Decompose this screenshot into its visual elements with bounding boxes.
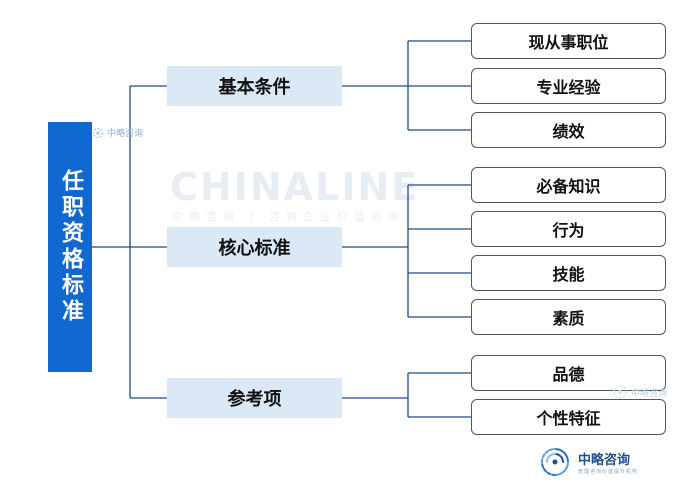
swirl-logo-icon <box>92 127 104 138</box>
swirl-logo-icon <box>541 448 569 476</box>
leaf-node: 必备知识 <box>471 167 666 203</box>
group-node-basic-conditions: 基本条件 <box>167 66 342 106</box>
leaf-label: 绩效 <box>552 122 585 141</box>
leaf-label: 素质 <box>552 309 585 328</box>
leaf-node: 现从事职位 <box>471 23 666 59</box>
group-node-core-standards: 核心标准 <box>167 227 342 267</box>
leaf-label: 品德 <box>552 365 585 384</box>
leaf-node: 品德 <box>471 355 666 391</box>
leaf-label: 专业经验 <box>536 78 601 97</box>
leaf-node: 个性特征 <box>471 399 666 435</box>
root-node: 任职资格标准 <box>48 122 92 372</box>
leaf-label: 技能 <box>552 265 585 284</box>
logo-bottom: 中略咨询 管理咨询价值提升机构 <box>538 445 638 479</box>
logo-small-name: 中略咨询 <box>107 129 144 139</box>
leaf-label: 必备知识 <box>536 177 601 196</box>
group-label: 参考项 <box>227 389 282 410</box>
leaf-node: 绩效 <box>471 112 666 148</box>
logo-bottom-tagline: 管理咨询价值提升机构 <box>578 469 639 475</box>
swirl-logo-icon <box>613 385 627 399</box>
leaf-label: 个性特征 <box>536 409 601 428</box>
root-label: 任职资格标准 <box>58 169 83 325</box>
leaf-node: 行为 <box>471 211 666 247</box>
leaf-node: 素质 <box>471 299 666 335</box>
logo-small: 中略咨询 <box>92 126 143 139</box>
leaf-label: 行为 <box>552 221 585 240</box>
leaf-node: 专业经验 <box>471 68 666 104</box>
leaf-label: 现从事职位 <box>528 33 609 52</box>
group-node-reference-items: 参考项 <box>167 378 342 418</box>
watermark-brand: CHINALINE <box>170 165 420 209</box>
logo-bottom-name: 中略咨询 <box>578 453 631 468</box>
logo-right-name: 中略咨询 <box>631 388 668 399</box>
logo-watermark-right: 中略咨询 <box>612 384 667 400</box>
leaf-node: 技能 <box>471 255 666 291</box>
group-label: 核心标准 <box>218 238 291 259</box>
watermark-tagline: 中略咨询 | 咨询企业价值咨询 <box>172 210 405 223</box>
group-label: 基本条件 <box>218 77 291 98</box>
